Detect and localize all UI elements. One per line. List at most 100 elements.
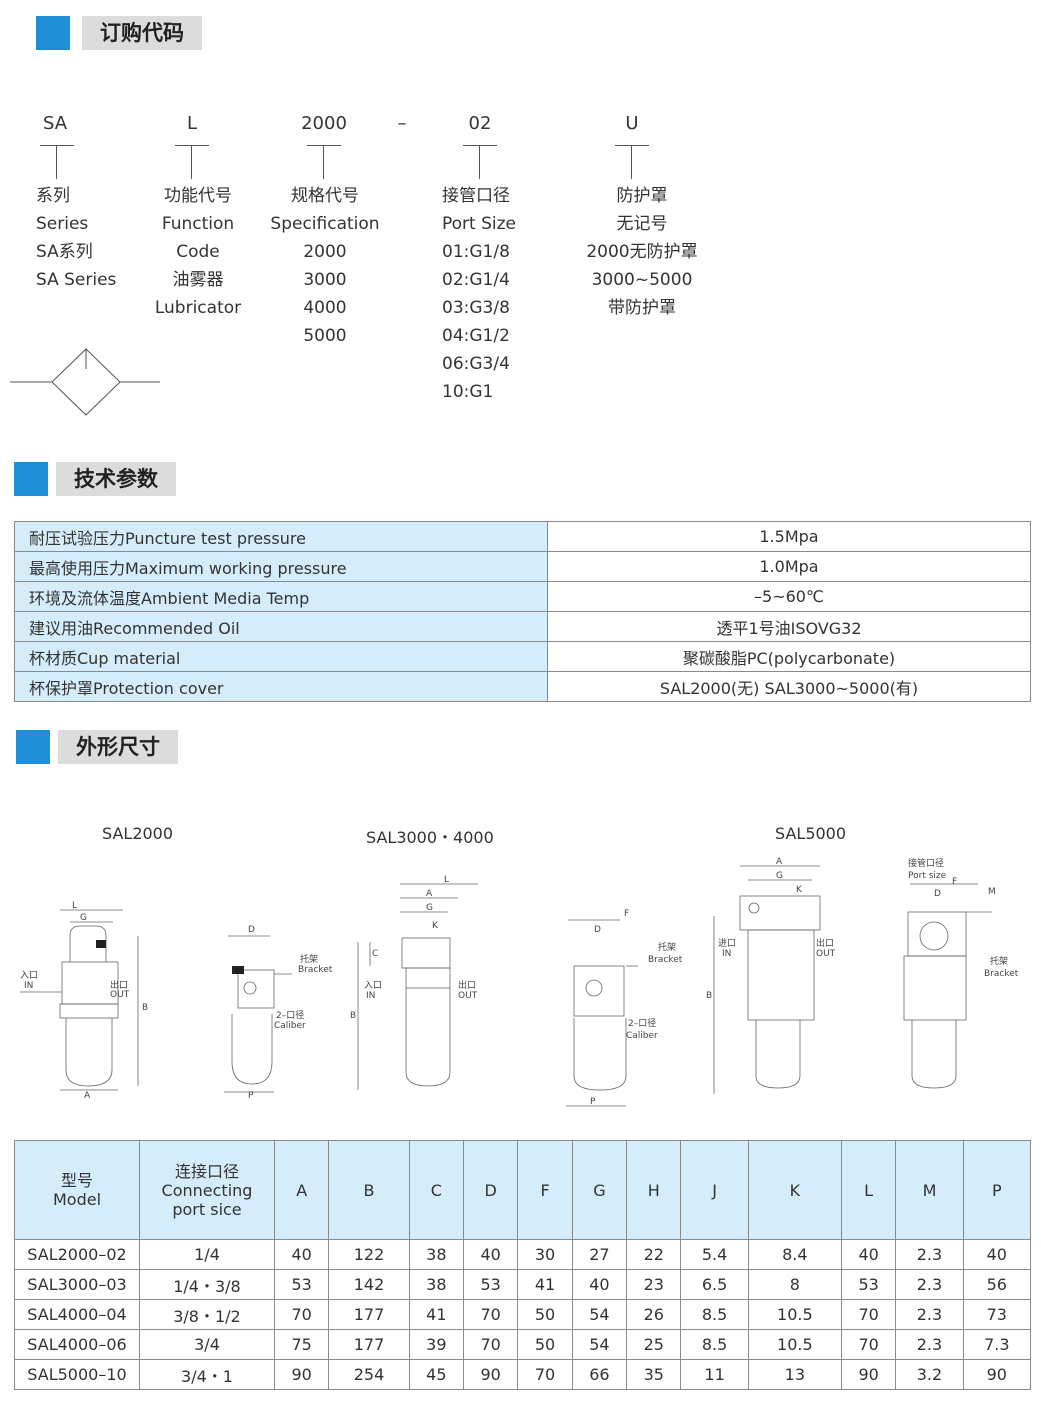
dimension-cell: 8.5	[680, 1329, 749, 1360]
dimension-cell: 2.3	[895, 1299, 964, 1330]
drawing-title-sal3000: SAL3000・4000	[366, 828, 494, 847]
dimension-cell: 90	[273, 1359, 330, 1390]
header-col: K	[747, 1140, 842, 1240]
dimension-cell: 90	[962, 1359, 1032, 1390]
dimension-cell: 40	[571, 1269, 628, 1300]
section-marker	[14, 462, 48, 496]
drawing-title-sal2000: SAL2000	[102, 824, 174, 843]
dim-label: L	[72, 901, 77, 911]
dimension-cell: 90	[840, 1359, 897, 1390]
param-label: 杯保护罩Protection cover	[14, 671, 548, 702]
sal2000-front-drawing-icon: L G B A 入口 IN 出口 OUT	[20, 901, 148, 1100]
dim-label: K	[796, 885, 803, 895]
dimension-cell: 40	[462, 1239, 519, 1270]
dimensions-table: 型号 Model 连接口径 Connecting port sice A B C…	[14, 1140, 1032, 1390]
connection-cell: 3/4	[139, 1329, 275, 1360]
dim-label: A	[426, 889, 433, 899]
dimension-cell: 66	[571, 1359, 628, 1390]
port-label-cn: 接管口径	[908, 857, 944, 869]
dimension-cell: 56	[962, 1269, 1032, 1300]
dimension-cell: 3.2	[895, 1359, 964, 1390]
dim-label: B	[350, 1011, 356, 1021]
code-col-series: 系列 Series SA系列 SA Series	[36, 186, 117, 290]
dimension-cell: 13	[747, 1359, 842, 1390]
dim-label: D	[934, 889, 941, 899]
code-connector	[463, 145, 497, 179]
section-title-tech: 技术参数	[56, 462, 176, 496]
bracket-label-en: Bracket	[298, 965, 333, 975]
dimension-cell: 40	[840, 1239, 897, 1270]
dimension-cell: 27	[571, 1239, 628, 1270]
dim-label: A	[776, 857, 783, 867]
header-col: C	[408, 1140, 465, 1240]
dim-label: G	[80, 913, 87, 923]
code-connector	[307, 145, 341, 179]
section-marker	[36, 16, 70, 50]
dimension-cell: 53	[462, 1269, 519, 1300]
port-label-en: Port size	[908, 871, 947, 881]
connection-cell: 1/4・3/8	[139, 1269, 275, 1300]
param-value: 透平1号油ISOVG32	[547, 611, 1031, 642]
dimension-cell: 10.5	[747, 1329, 842, 1360]
dimension-cell: 73	[962, 1299, 1032, 1330]
param-label: 建议用油Recommended Oil	[14, 611, 548, 642]
caliber-label-cn: 2–口径	[276, 1009, 304, 1021]
out-label-cn: 出口	[816, 937, 834, 949]
dimension-cell: 23	[626, 1269, 682, 1300]
in-label-en: IN	[366, 991, 375, 1001]
in-label-cn: 入口	[364, 980, 382, 991]
bracket-label-en: Bracket	[984, 969, 1019, 979]
caliber-label-cn: 2–口径	[628, 1017, 656, 1029]
table-row: 杯材质Cup material 聚碳酸脂PC(polycarbonate)	[14, 641, 1031, 672]
dimension-cell: 2.3	[895, 1239, 964, 1270]
dimension-cell: 10.5	[747, 1299, 842, 1330]
section-marker	[16, 730, 50, 764]
dimension-cell: 2.3	[895, 1329, 964, 1360]
dimension-cell: 54	[571, 1299, 628, 1330]
in-label-en: IN	[24, 981, 33, 991]
header-col: D	[462, 1140, 519, 1240]
dimension-cell: 122	[328, 1239, 410, 1270]
dim-label: P	[590, 1097, 596, 1107]
dimension-cell: 70	[462, 1299, 519, 1330]
header-col: B	[328, 1140, 410, 1240]
tech-params-table: 耐压试验压力Puncture test pressure 1.5Mpa 最高使用…	[14, 521, 1031, 702]
dimension-cell: 54	[571, 1329, 628, 1360]
param-value: 1.0Mpa	[547, 551, 1031, 582]
header-model: 型号 Model	[14, 1140, 140, 1240]
dimension-cell: 5.4	[680, 1239, 749, 1270]
dim-label: P	[248, 1091, 254, 1098]
connection-cell: 3/8・1/2	[139, 1299, 275, 1330]
dim-label: C	[372, 949, 378, 959]
code-connector	[175, 145, 209, 179]
dimension-cell: 70	[273, 1299, 330, 1330]
sal3000-front-drawing-icon: L A G K B C 入口 IN 出口 OUT	[350, 875, 478, 1090]
lubricator-symbol-icon	[10, 348, 160, 416]
table-row: 杯保护罩Protection cover SAL2000(无) SAL3000~…	[14, 671, 1031, 702]
dimension-cell: 38	[408, 1269, 465, 1300]
code-part-spec: 2000	[301, 113, 347, 134]
dimension-cell: 70	[462, 1329, 519, 1360]
header-connection: 连接口径 Connecting port sice	[139, 1140, 275, 1240]
out-label-en: OUT	[816, 949, 836, 959]
table-row: 最高使用压力Maximum working pressure 1.0Mpa	[14, 551, 1031, 582]
param-value: 1.5Mpa	[547, 521, 1031, 552]
model-cell: SAL2000–02	[14, 1239, 140, 1270]
dimension-cell: 177	[328, 1329, 410, 1360]
param-value: SAL2000(无) SAL3000~5000(有)	[547, 671, 1031, 702]
dimension-cell: 142	[328, 1269, 410, 1300]
dimension-cell: 22	[626, 1239, 682, 1270]
dimension-cell: 50	[517, 1329, 573, 1360]
dim-label: B	[142, 1003, 148, 1013]
table-row: 建议用油Recommended Oil 透平1号油ISOVG32	[14, 611, 1031, 642]
in-label-cn: 入口	[20, 970, 38, 981]
dimension-cell: 8.5	[680, 1299, 749, 1330]
in-label-cn: 进口	[718, 938, 736, 949]
dimension-cell: 41	[408, 1299, 465, 1330]
param-value: 聚碳酸脂PC(polycarbonate)	[547, 641, 1031, 672]
dimension-cell: 35	[626, 1359, 682, 1390]
bracket-label-en: Bracket	[648, 955, 683, 965]
